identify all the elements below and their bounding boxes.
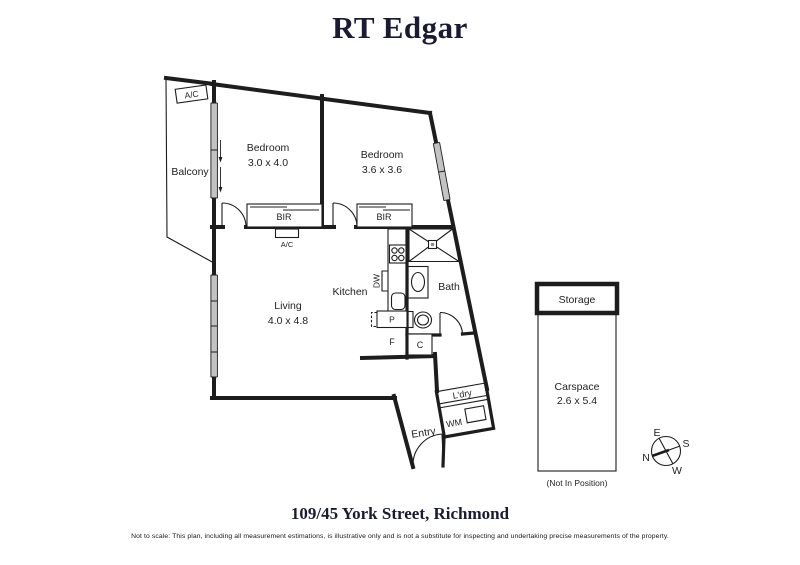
living-label: Living [274, 300, 302, 312]
bath-door-arc [439, 311, 464, 336]
shower-icon [408, 228, 460, 263]
balcony-label: Balcony [171, 166, 209, 178]
kitchen-label: Kitchen [332, 286, 367, 298]
washing-machine-icon [464, 405, 487, 424]
bathroom: Bath [407, 228, 464, 336]
bedroom1-door-arc [221, 202, 247, 228]
vanity-icon [407, 265, 429, 299]
bedroom1-label: Bedroom [247, 142, 290, 154]
svg-text:A/C: A/C [281, 240, 294, 249]
cooktop-icon [388, 244, 407, 264]
pantry-icon: P [370, 310, 408, 329]
living-window-icon [210, 274, 218, 378]
storage-label: Storage [559, 294, 596, 306]
bedroom2-door-arc [332, 202, 358, 228]
carspace-block: Storage Carspace 2.6 x 5.4 (Not In Posit… [534, 281, 620, 488]
toilet-icon [407, 310, 433, 329]
sliding-door-icon [210, 102, 223, 199]
laundry: L'dry WM [434, 381, 496, 439]
compass-s: S [682, 438, 689, 450]
compass-w: W [672, 465, 682, 477]
svg-text:A/C: A/C [184, 89, 199, 101]
ac-unit-living-icon: A/C [274, 228, 300, 249]
kitchen-bench [387, 228, 407, 312]
bath-label: Bath [438, 281, 460, 293]
living-dims: 4.0 x 4.8 [268, 315, 308, 327]
balcony: A/C Balcony [163, 75, 217, 264]
laundry-walls [434, 381, 496, 439]
entry-diagonal-wall [391, 393, 416, 470]
bir2-closet: BIR [356, 203, 413, 228]
entry-door-leaf [441, 433, 445, 466]
carspace-box [537, 312, 617, 472]
carspace-label: Carspace [555, 381, 600, 393]
carspace-dims: 2.6 x 5.4 [557, 395, 597, 407]
bir1-closet: BIR [246, 203, 323, 228]
dishwasher-icon: DW [372, 270, 388, 292]
disclaimer-text: Not to scale: This plan, including all m… [131, 533, 669, 540]
svg-text:DW: DW [372, 274, 382, 288]
outer-walls [209, 80, 490, 470]
laundry-label: L'dry [452, 388, 473, 401]
brand-logo: RT Edgar [332, 10, 468, 45]
svg-text:P: P [389, 315, 395, 325]
property-address: 109/45 York Street, Richmond [290, 504, 510, 523]
svg-text:BIR: BIR [276, 212, 292, 222]
compass-e: E [653, 427, 660, 439]
bedroom1-dims: 3.0 x 4.0 [248, 157, 288, 169]
entry-door-arc [412, 433, 443, 467]
balcony-top-wall [163, 75, 217, 87]
entry-label: Entry [410, 425, 437, 441]
laundry-bench [436, 382, 488, 409]
svg-text:C: C [417, 340, 424, 350]
living-room: Living 4.0 x 4.8 [268, 300, 308, 327]
ac-unit-balcony-icon: A/C [174, 84, 209, 104]
compass-n: N [642, 452, 650, 464]
compass-icon: E S N W [642, 427, 689, 477]
storage-box [534, 281, 620, 316]
svg-text:BIR: BIR [376, 212, 392, 222]
carspace-note: (Not In Position) [547, 478, 608, 488]
cupboard-icon: C [407, 333, 433, 356]
bedroom-2: Bedroom 3.6 x 3.6 BIR [332, 149, 413, 228]
kitchen-bottom-wall [359, 353, 438, 361]
bedroom2-window-icon [432, 141, 451, 202]
fridge-label: F [389, 337, 395, 347]
bedroom2-label: Bedroom [361, 149, 404, 161]
kitchen: Kitchen DW P F C [332, 228, 433, 356]
balcony-outline [165, 77, 215, 264]
laundry-left-wall [432, 351, 440, 394]
wm-label: WM [445, 417, 462, 430]
sink-icon [390, 292, 406, 311]
bedroom2-dims: 3.6 x 3.6 [362, 164, 402, 176]
entry: Entry [410, 425, 445, 467]
bedroom-1: Bedroom 3.0 x 4.0 BIR A/C [221, 142, 323, 249]
